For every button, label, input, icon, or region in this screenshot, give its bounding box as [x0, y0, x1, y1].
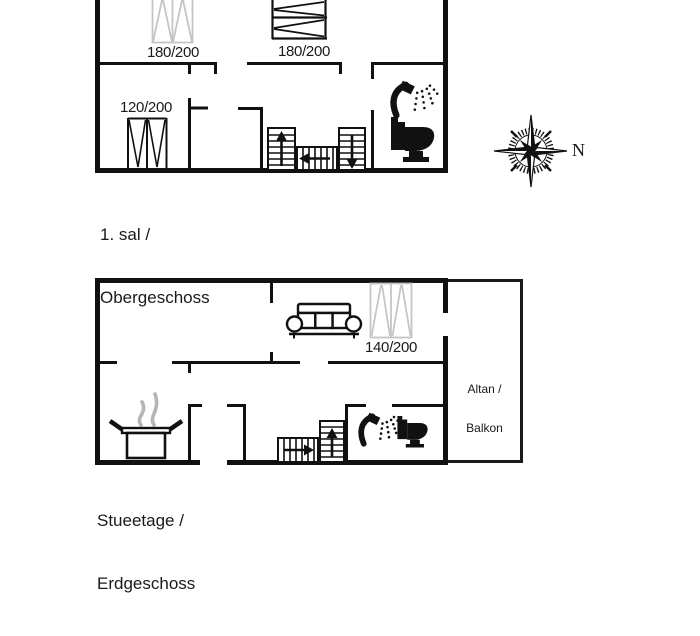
balcony-label-line1: Altan / [467, 382, 502, 396]
bed-double-icon [151, 0, 194, 44]
north-label: N [572, 140, 585, 160]
shower-icon [358, 412, 399, 447]
ground-floor-title-line2: Erdgeschoss [97, 574, 196, 593]
shower-icon [390, 80, 439, 119]
upper-floor-title: 1. sal / Obergeschoss [100, 182, 210, 350]
upper-floor-title-line1: 1. sal / [100, 225, 151, 244]
toilet-icon [397, 416, 428, 448]
toilet-icon [391, 117, 435, 162]
stairs-icon [277, 420, 345, 463]
stairs-icon [267, 127, 366, 171]
balcony-outline [448, 279, 523, 463]
bed-double-icon [369, 282, 413, 339]
stairs-up-arrow [276, 131, 287, 166]
interior-wall [97, 283, 445, 462]
bed-size-label: 120/200 [119, 99, 173, 116]
stairs-left-arrow [299, 153, 330, 164]
upper-floor-plan [95, 0, 448, 173]
compass-rose-icon [493, 114, 568, 188]
stairs-up-arrow [326, 428, 338, 457]
steam-icon [137, 392, 159, 427]
floorplan-page: 180/200 180/200 120/200 1. sal / Oberges… [95, 0, 585, 593]
bed-size-label: 140/200 [364, 339, 418, 356]
floorplan-drawing [95, 0, 568, 465]
interior-wall [97, 62, 445, 170]
ground-floor-title: Stueetage / Erdgeschoss [97, 468, 195, 636]
stairs-down-arrow [346, 135, 358, 169]
stairs-right-arrow [284, 444, 314, 456]
bed-single-icon [127, 117, 168, 169]
ground-floor-title-line1: Stueetage / [97, 511, 184, 530]
ground-floor-plan [95, 278, 523, 465]
bed-size-label: 180/200 [277, 43, 331, 60]
upper-floor-title-line2: Obergeschoss [100, 288, 210, 307]
bed-double-icon [271, 0, 327, 40]
sofa-icon [285, 302, 363, 339]
balcony-label: Altan / Balkon [448, 357, 521, 461]
bed-size-label: 180/200 [146, 44, 200, 61]
cooking-pot-icon [108, 419, 184, 460]
balcony-label-line2: Balkon [466, 421, 503, 435]
